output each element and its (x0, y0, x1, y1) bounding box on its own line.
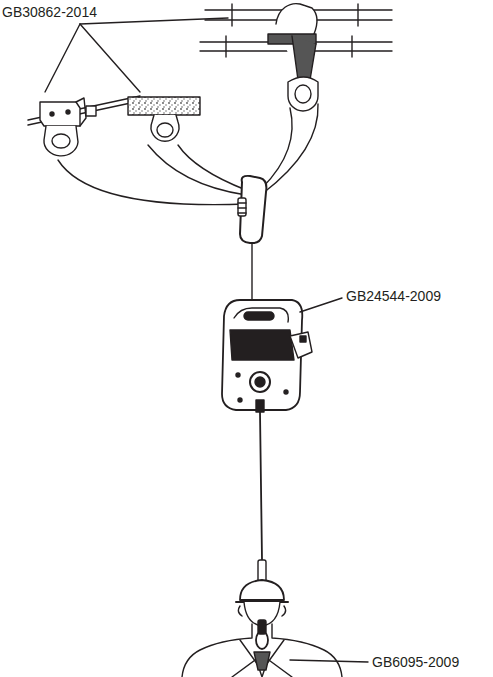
standard-code-label: GB30862-2014 (2, 4, 97, 20)
leader-line (45, 24, 80, 92)
leader-line (290, 660, 368, 662)
leader-line (80, 18, 228, 24)
leader-line (80, 24, 140, 92)
standard-code-label: GB6095-2009 (372, 654, 459, 670)
leader-line (300, 298, 342, 312)
standard-code-label: GB24544-2009 (346, 288, 441, 304)
